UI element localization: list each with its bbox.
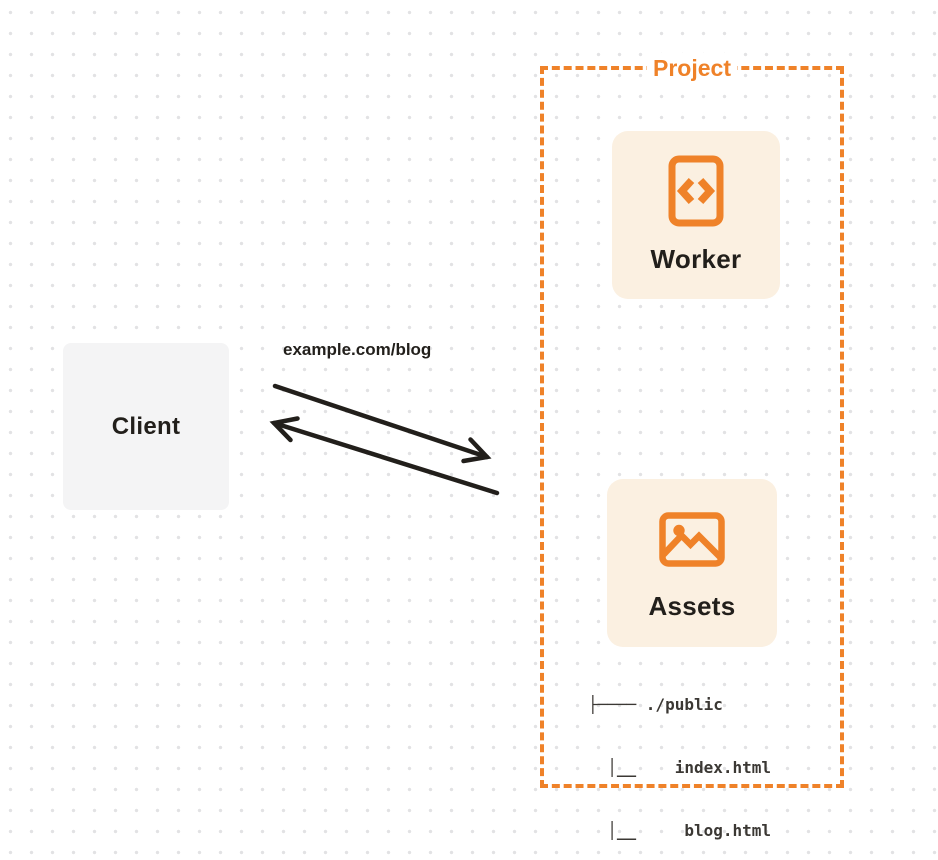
file-tree-line-blog: │__ blog.html (588, 821, 772, 840)
image-icon (659, 512, 725, 567)
code-document-icon (668, 155, 724, 227)
worker-card: Worker (612, 131, 780, 299)
file-tree-line-public: ├──── ./public (588, 695, 723, 714)
response-arrow (269, 416, 500, 496)
project-frame: Project Worker Assets ├──── ./public │__… (540, 53, 844, 840)
project-title: Project (647, 53, 737, 83)
assets-card: Assets (607, 479, 777, 647)
client-label: Client (111, 412, 181, 440)
assets-label: Assets (648, 591, 736, 621)
client-box: Client (63, 343, 229, 510)
file-tree: ├──── ./public │__ index.html │__ blog.h… (588, 652, 771, 860)
worker-label: Worker (650, 244, 742, 274)
request-url-label: example.com/blog (283, 340, 432, 359)
file-tree-line-index: │__ index.html (588, 758, 772, 777)
request-arrow (272, 383, 492, 464)
